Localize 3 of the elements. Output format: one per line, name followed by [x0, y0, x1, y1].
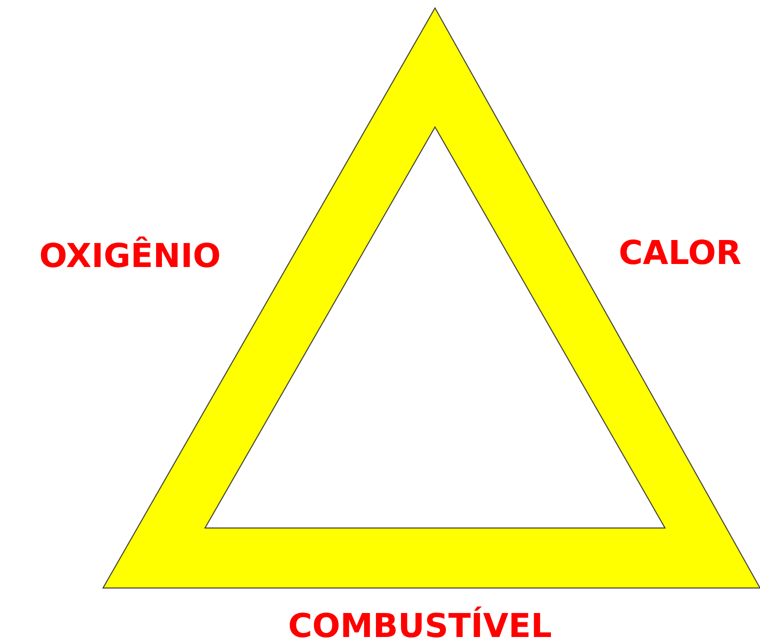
side-label: CALOR: [620, 240, 741, 264]
side-label: COMBUSTÍVEL: [290, 606, 551, 638]
side-label: OXIGÊNIO: [40, 236, 220, 268]
